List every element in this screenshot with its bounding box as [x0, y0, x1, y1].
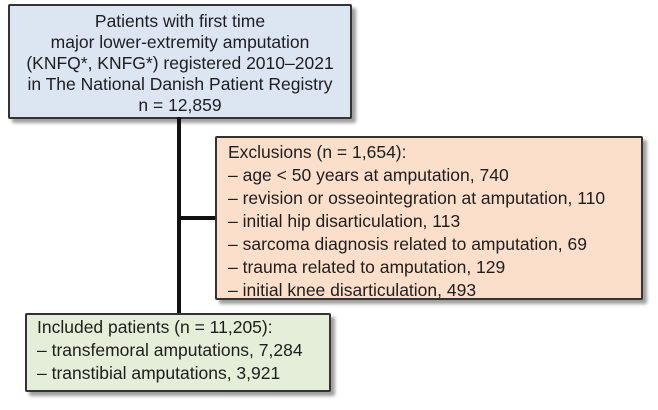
exclusion-item: – initial hip disarticulation, 113 — [228, 211, 461, 231]
population-box: Patients with first time major lower-ext… — [8, 4, 352, 119]
exclusion-item: – initial knee disarticulation, 493 — [228, 280, 477, 300]
exclusions-box: Exclusions (n = 1,654): – age < 50 years… — [215, 136, 643, 300]
exclusion-item: – trauma related to amputation, 129 — [228, 257, 506, 277]
exclusion-item: – age < 50 years at amputation, 740 — [228, 165, 509, 185]
connector-horizontal-line — [179, 216, 215, 220]
included-title: Included patients (n = 11,205): — [37, 317, 273, 337]
population-box-line: Patients with first time — [94, 11, 266, 31]
exclusions-title: Exclusions (n = 1,654): — [228, 142, 407, 162]
population-box-line: (KNFQ*, KNFG*) registered 2010–2021 — [26, 53, 334, 73]
included-box: Included patients (n = 11,205): – transf… — [25, 313, 331, 392]
population-box-count: n = 12,859 — [138, 95, 222, 115]
population-box-line: major lower-extremity amputation — [50, 32, 310, 52]
population-box-line: in The National Danish Patient Registry — [27, 74, 333, 94]
included-item: – transfemoral amputations, 7,284 — [37, 340, 303, 360]
exclusion-item: – revision or osseointegration at amputa… — [228, 188, 606, 208]
included-item: – transtibial amputations, 3,921 — [37, 363, 281, 383]
exclusion-item: – sarcoma diagnosis related to amputatio… — [228, 234, 587, 254]
